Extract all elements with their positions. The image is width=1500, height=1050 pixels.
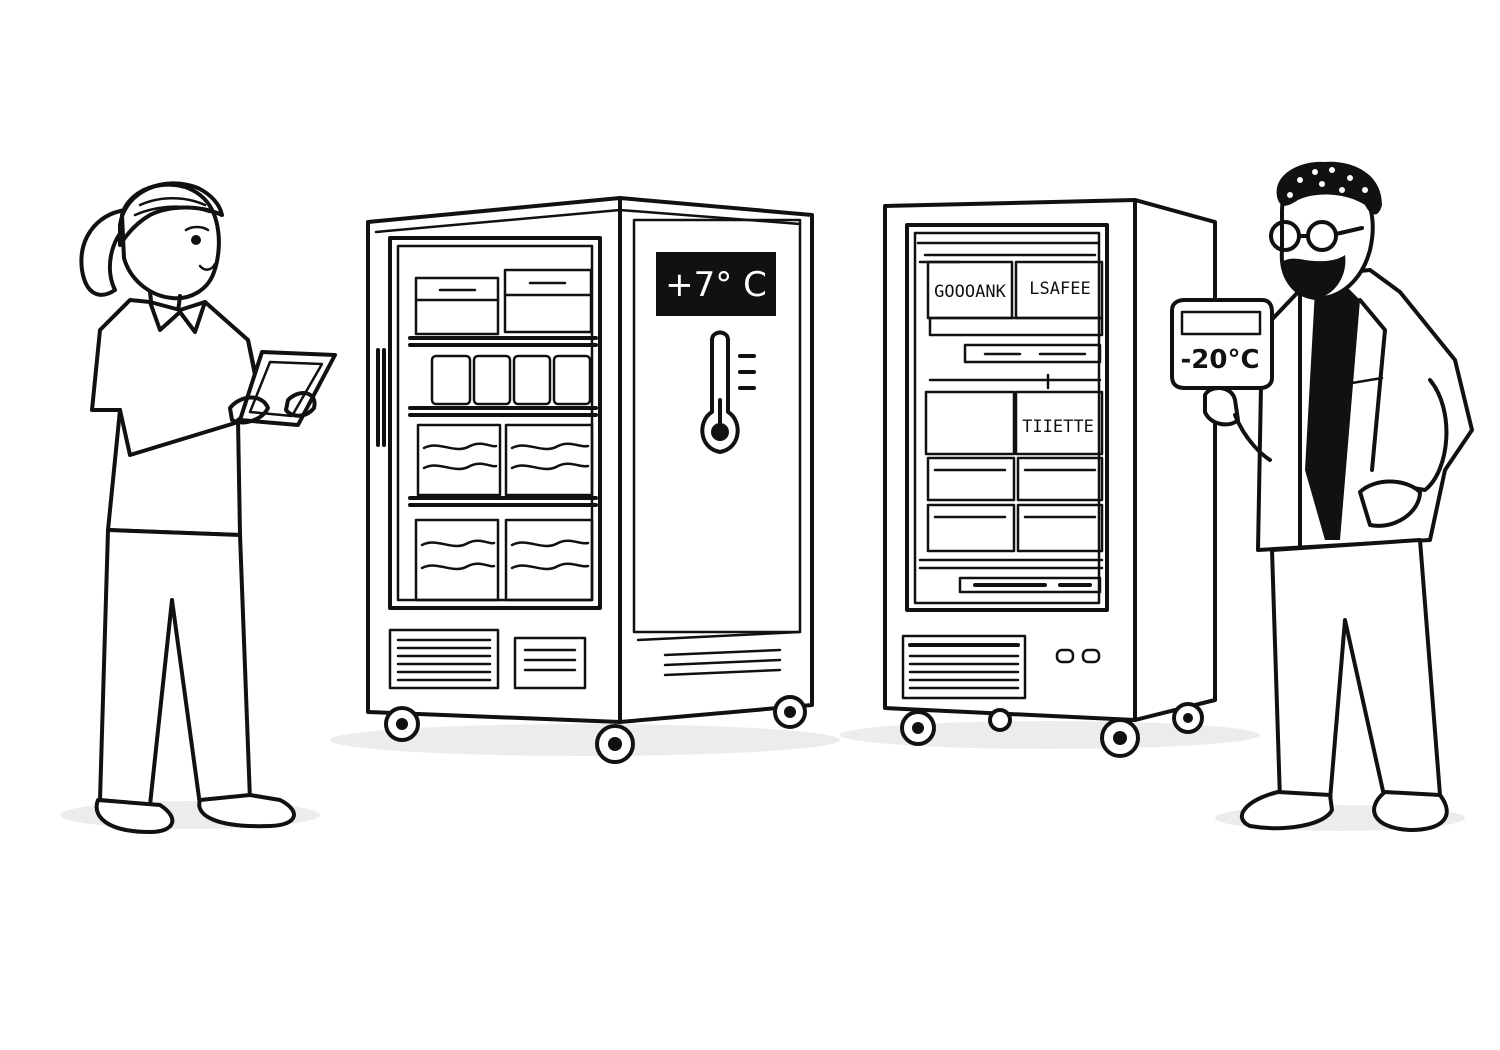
freezer-box-label-2: LSAFEE [1029, 279, 1090, 299]
fridge-temp-readout: +7° C [665, 265, 767, 305]
freezer-wheels [900, 702, 1204, 758]
fridge-wheels [384, 695, 807, 764]
freezer-boxes: GOOOANK LSAFEE TIIETTE [918, 260, 1104, 594]
fridge-jars [430, 354, 592, 406]
fridge-top-boxes [414, 268, 593, 336]
freezer: GOOOANK LSAFEE TIIETTE [883, 198, 1217, 758]
fridge-bags [414, 423, 594, 602]
fridge-shelves [408, 336, 598, 507]
thermometer-icon [700, 330, 756, 454]
freezer-box-label-1: GOOOANK [934, 282, 1006, 302]
freezer-vents [901, 634, 1101, 700]
sign-temp-readout: -20°C [1180, 345, 1259, 375]
temperature-sign: -20°C [1170, 298, 1274, 390]
fridge-vents [388, 628, 802, 690]
freezer-box-label-3: TIIETTE [1022, 417, 1094, 437]
refrigerator: +7° C [366, 196, 814, 764]
technician-figure: -20°C [1170, 161, 1474, 832]
nurse-figure [79, 181, 337, 834]
fridge-temp-display [656, 252, 776, 316]
